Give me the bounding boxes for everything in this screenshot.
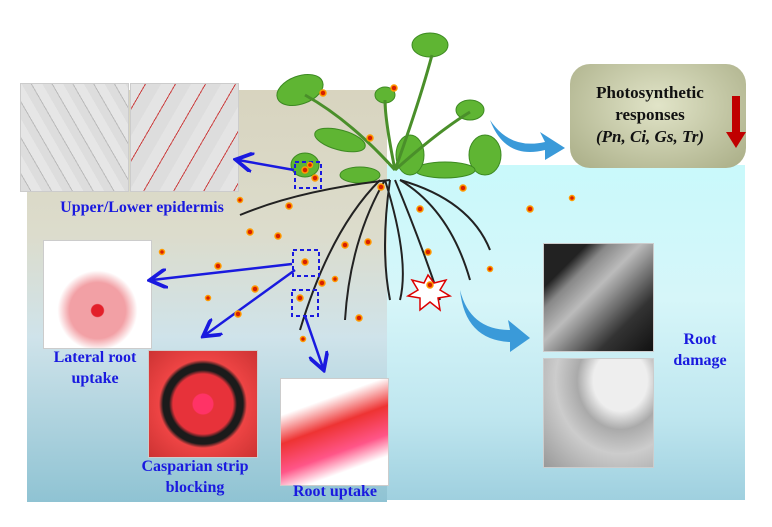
upper-epidermis-image [20,83,129,192]
nanoparticles [158,84,576,343]
casparian-label: Casparian strip blocking [125,456,265,498]
decrease-arrow-icon [726,96,746,148]
leaf [411,32,449,58]
lateral-root-label: Lateral root uptake [40,347,150,389]
root-uptake-label: Root uptake [292,483,377,500]
epidermis-label: Upper/Lower epidermis [60,199,224,216]
root-tip-image [280,378,389,486]
root-damage-label: Root damage [670,329,730,371]
lower-epidermis-image [130,83,239,192]
roots [239,179,491,331]
leaf [339,166,381,184]
photosynthetic-params: (Pn, Ci, Gs, Tr) [596,127,704,146]
photosynthetic-title: Photosynthetic [596,83,704,102]
root-surface-sem-image [543,243,654,352]
casparian-label-line1: Casparian strip [141,458,249,475]
leaf [468,134,502,176]
root-damage-label-line1: Root [683,331,717,348]
lateral-root-label-line1: Lateral root [53,349,137,366]
leaf [314,127,366,153]
leaf [290,152,320,178]
lateral-root-label-line2: uptake [71,370,119,387]
photosynthetic-subtitle: responses [615,105,685,124]
pointer-arrows [152,160,323,368]
casparian-label-line2: blocking [165,479,225,496]
curved-arrows [460,120,565,352]
root-damage-label-line2: damage [673,352,727,369]
casparian-strip-image [148,350,258,458]
focus-boxes [291,161,322,317]
lateral-root-image [43,240,152,349]
damage-burst-icon [405,273,453,312]
photosynthetic-responses-text: Photosynthetic responses (Pn, Ci, Gs, Tr… [570,82,730,148]
leaf [414,161,476,179]
root-section-tem-image [543,358,654,468]
photosynthetic-responses-box [570,64,746,168]
